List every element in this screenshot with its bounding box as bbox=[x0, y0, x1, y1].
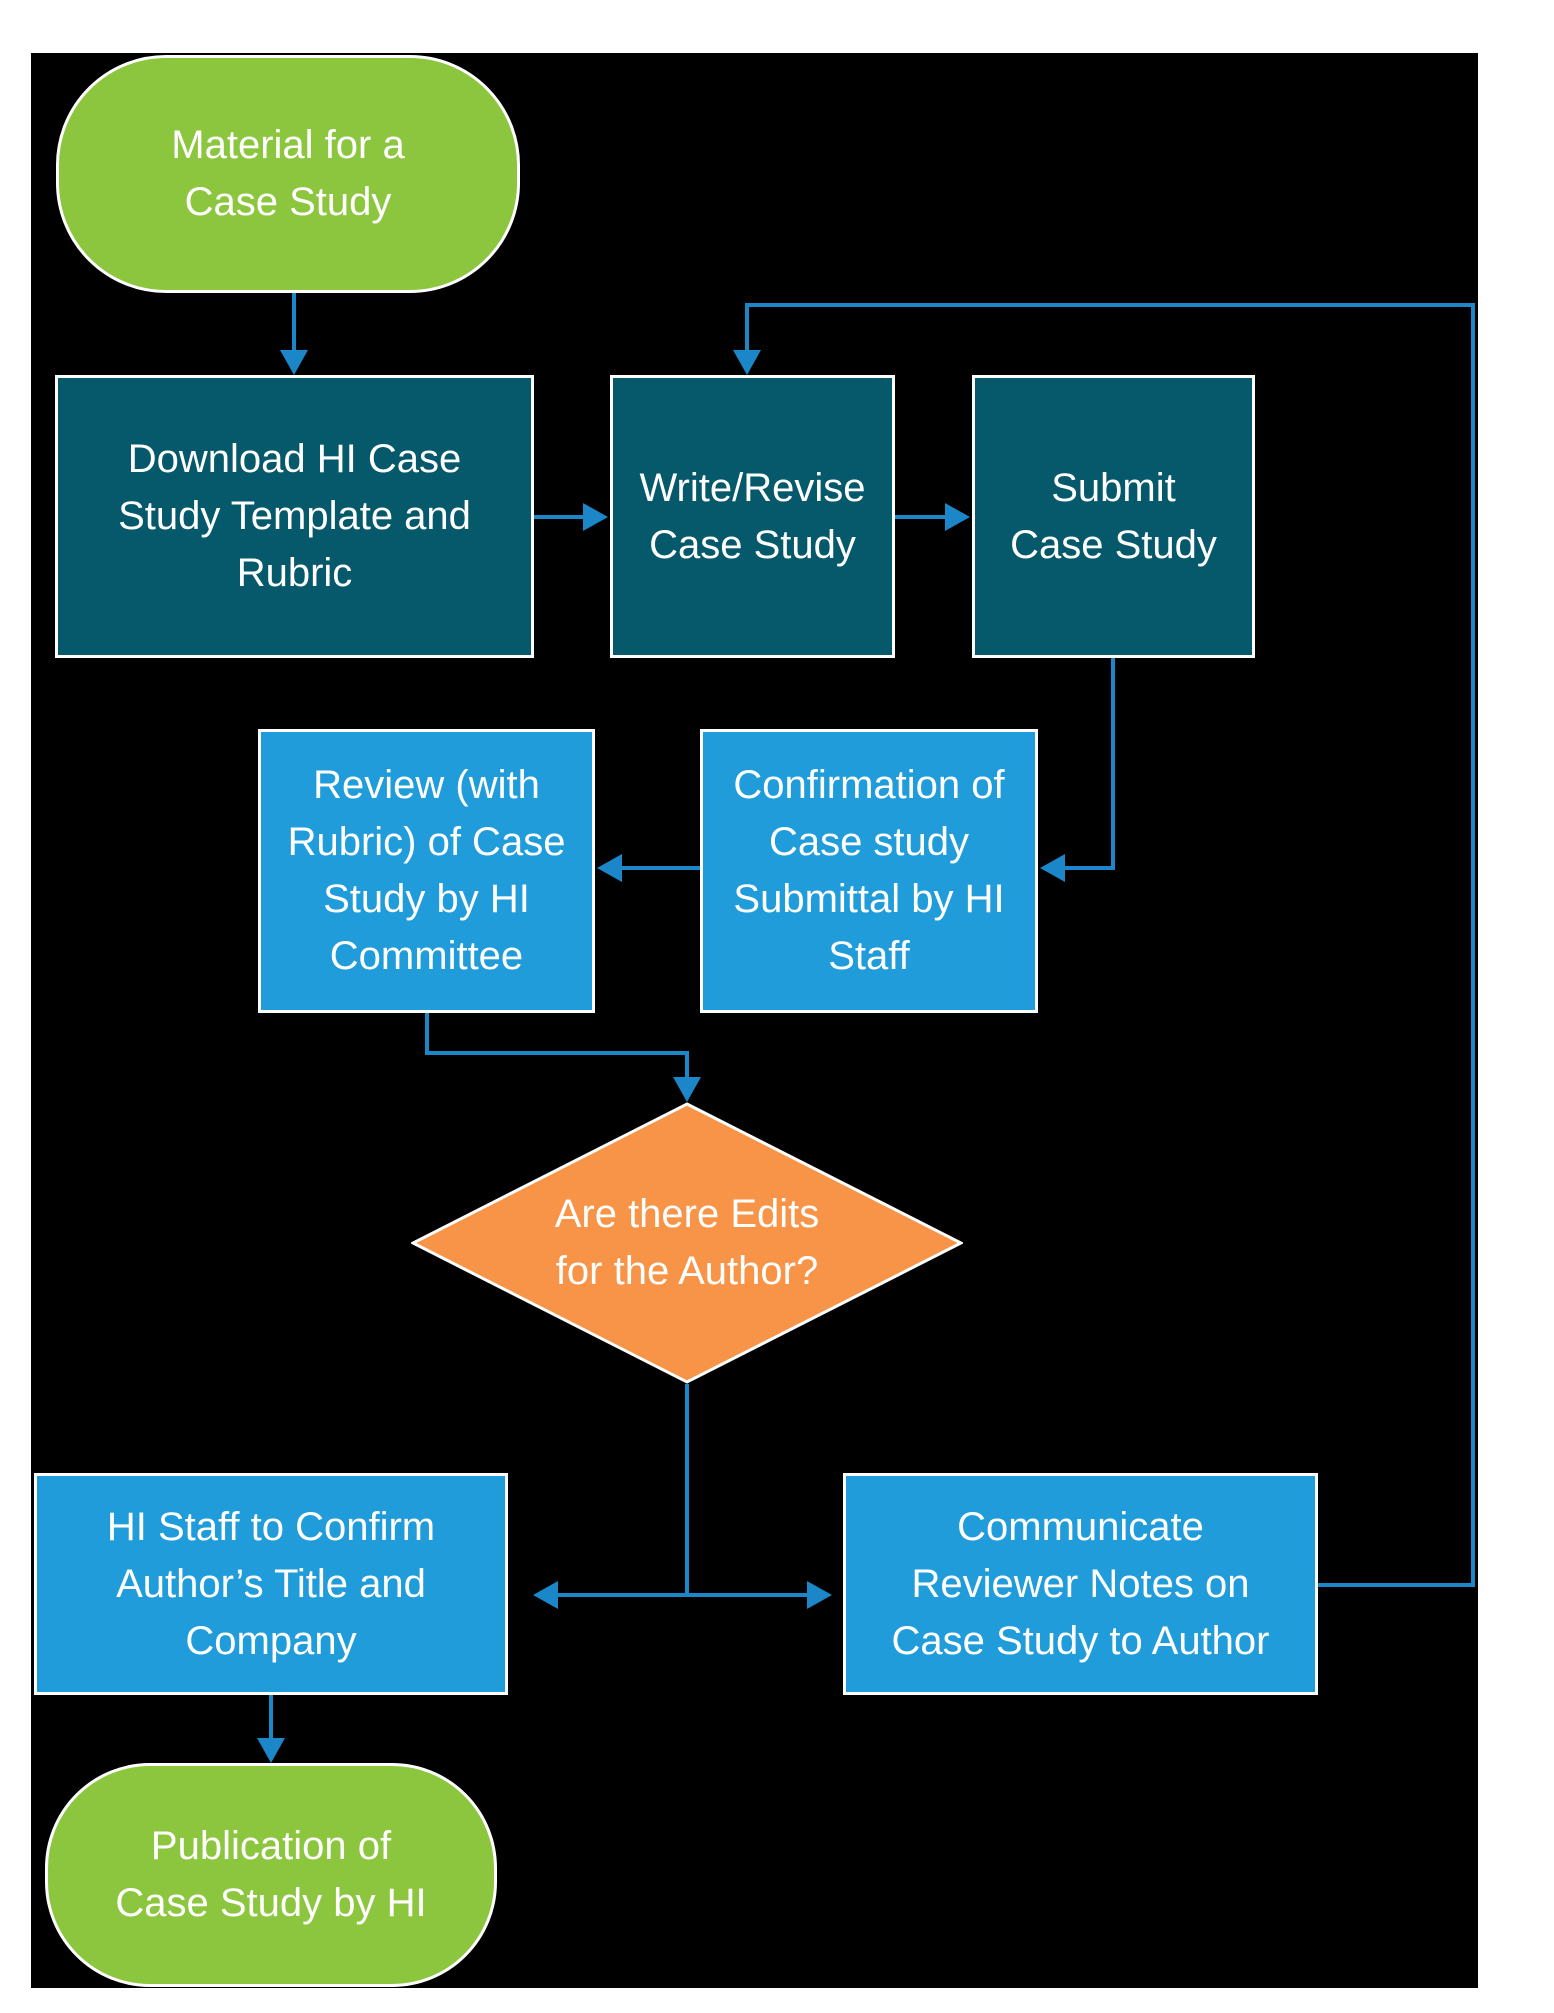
arrowhead bbox=[1040, 854, 1065, 882]
connector-segment bbox=[1471, 303, 1475, 1587]
node-label-line: Staff bbox=[828, 934, 910, 978]
node-decision-edits: Are there Edits for the Author? bbox=[411, 1102, 963, 1384]
arrowhead bbox=[673, 1077, 701, 1102]
arrowhead bbox=[583, 503, 608, 531]
node-label-line: Review (with bbox=[313, 763, 540, 807]
connector-segment bbox=[556, 1593, 808, 1597]
connector-segment bbox=[748, 303, 1475, 307]
node-label-line: Communicate bbox=[957, 1504, 1204, 1549]
arrowhead bbox=[945, 503, 970, 531]
decision-label: Are there Edits for the Author? bbox=[411, 1102, 963, 1384]
node-label-line: Case Study bbox=[1010, 522, 1217, 567]
connector-segment bbox=[292, 293, 296, 353]
connector-segment bbox=[425, 1013, 429, 1055]
node-label-line: Submittal by HI bbox=[733, 877, 1005, 921]
node-label-line: Committee bbox=[329, 934, 524, 978]
flow-canvas bbox=[31, 53, 1478, 1988]
node-label-line: Confirmation of bbox=[733, 763, 1005, 807]
node-label-line: Rubric) of Case bbox=[287, 820, 566, 864]
connector-segment bbox=[685, 1384, 689, 1597]
node-hi-staff-confirm: HI Staff to Confirm Author’s Title and C… bbox=[34, 1473, 508, 1695]
node-label-line: Study by HI bbox=[323, 877, 530, 921]
node-label-line: Company bbox=[185, 1618, 357, 1663]
arrowhead bbox=[533, 1581, 558, 1609]
node-label-line: Case study bbox=[768, 820, 970, 864]
connector-segment bbox=[1318, 1583, 1473, 1587]
connector-segment bbox=[745, 303, 749, 353]
node-label-line: Reviewer Notes on bbox=[911, 1561, 1250, 1606]
node-label-line: Write/Revise bbox=[639, 465, 866, 510]
connector-segment bbox=[1111, 658, 1115, 870]
node-download-template: Download HI Case Study Template and Rubr… bbox=[55, 375, 534, 658]
connector-segment bbox=[620, 866, 700, 870]
node-label-line: Study Template and bbox=[118, 494, 471, 538]
node-publication: Publication of Case Study by HI bbox=[45, 1763, 497, 1987]
connector-segment bbox=[895, 515, 947, 519]
arrowhead bbox=[597, 854, 622, 882]
node-label-line: Are there Edits bbox=[554, 1192, 820, 1236]
node-submit: Submit Case Study bbox=[972, 375, 1255, 658]
node-label-line: for the Author? bbox=[555, 1249, 819, 1293]
node-label-line: Download HI Case bbox=[127, 437, 462, 481]
node-confirmation-submittal: Confirmation of Case study Submittal by … bbox=[700, 729, 1038, 1013]
arrowhead bbox=[280, 350, 308, 375]
connector-segment bbox=[269, 1695, 273, 1741]
node-label-line: Case Study bbox=[649, 522, 856, 567]
arrowhead bbox=[807, 1581, 832, 1609]
decision-diamond-shape bbox=[411, 1102, 963, 1384]
connector-segment bbox=[534, 515, 586, 519]
node-label-line: HI Staff to Confirm bbox=[106, 1504, 436, 1549]
node-label-line: Case Study by HI bbox=[115, 1881, 427, 1925]
connector-segment bbox=[425, 1051, 689, 1055]
node-start: Material for a Case Study bbox=[56, 55, 520, 293]
node-label-line: Author’s Title and bbox=[116, 1561, 426, 1606]
node-write-revise: Write/Revise Case Study bbox=[610, 375, 895, 658]
connector-segment bbox=[1063, 866, 1113, 870]
node-communicate-notes: Communicate Reviewer Notes on Case Study… bbox=[843, 1473, 1318, 1695]
node-review-committee: Review (with Rubric) of Case Study by HI… bbox=[258, 729, 595, 1013]
node-label-line: Publication of bbox=[150, 1824, 392, 1868]
arrowhead bbox=[733, 350, 761, 375]
arrowhead bbox=[257, 1738, 285, 1763]
node-label-line: Submit bbox=[1051, 465, 1176, 510]
connector-segment bbox=[685, 1051, 689, 1081]
node-label-line: Material for a bbox=[171, 123, 405, 167]
node-label-line: Rubric bbox=[236, 551, 353, 595]
node-label-line: Case Study bbox=[184, 180, 392, 224]
node-label-line: Case Study to Author bbox=[891, 1618, 1270, 1663]
